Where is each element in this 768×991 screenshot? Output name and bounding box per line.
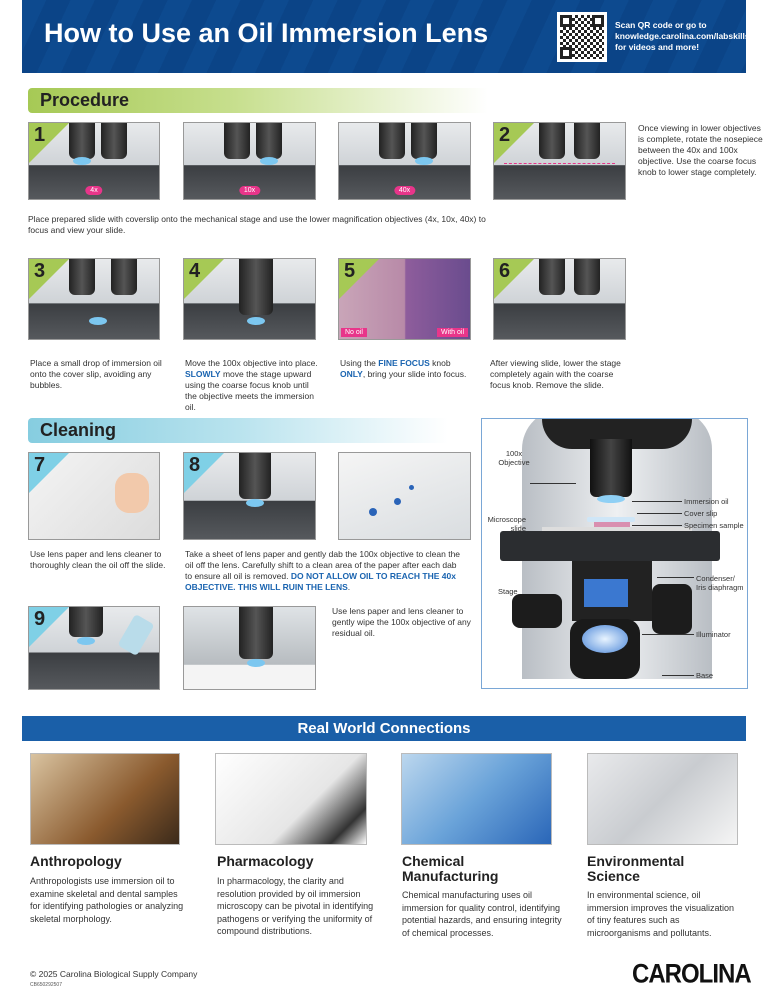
label-objective: 100x Objective <box>498 449 530 467</box>
qr-code[interactable] <box>557 12 607 62</box>
label-immersion-oil: Immersion oil <box>684 497 729 506</box>
chemical-photo <box>401 753 552 845</box>
chemical-text: Chemical manufacturing uses oil immersio… <box>402 890 562 938</box>
wipe-objective-image <box>183 606 316 690</box>
step5-caption: Using the FINE FOCUS knob ONLY, bring yo… <box>340 358 467 379</box>
step4-image: 4 <box>183 258 316 340</box>
with-oil-tag: With oil <box>437 328 468 337</box>
step-number: 8 <box>189 454 201 476</box>
copyright: © 2025 Carolina Biological Supply Compan… <box>30 969 198 979</box>
product-code: CB650292507 <box>30 982 62 988</box>
chemical-title: Chemical Manufacturing <box>402 853 499 884</box>
environmental-text: In environmental science, oil immersion … <box>587 890 735 938</box>
magnification-label: 4x <box>85 186 103 195</box>
lens-paper-image <box>338 452 471 540</box>
step1-image-10x: 10x <box>183 122 316 200</box>
environmental-title: Environmental Science <box>587 853 685 884</box>
page-title: How to Use an Oil Immersion Lens <box>44 18 489 48</box>
label-microscope-slide: Microscope slide <box>487 515 526 533</box>
label-cover-slip: Cover slip <box>684 509 718 518</box>
label-condenser: Condenser/ Iris diaphragm <box>696 574 744 592</box>
step1-caption: Place prepared slide with coverslip onto… <box>28 214 486 235</box>
step7-caption: Use lens paper and lens cleaner to thoro… <box>30 549 166 570</box>
step6-caption: After viewing slide, lower the stage com… <box>490 358 621 390</box>
magnification-label: 10x <box>238 186 261 195</box>
header-banner: How to Use an Oil Immersion Lens Scan QR… <box>22 0 750 73</box>
microscope-diagram: 100x Objective Immersion oil Cover slip … <box>481 418 748 689</box>
magnification-label: 40x <box>393 186 416 195</box>
anthropology-photo <box>30 753 180 845</box>
step4-caption: Move the 100x objective into place. SLOW… <box>185 358 318 412</box>
step6-image: 6 <box>493 258 626 340</box>
step2-caption: Once viewing in lower objectives is comp… <box>638 123 763 177</box>
anthropology-text: Anthropologists use immersion oil to exa… <box>30 876 184 924</box>
step-number: 6 <box>499 260 511 282</box>
step-number: 7 <box>34 454 46 476</box>
no-oil-tag: No oil <box>341 328 367 337</box>
cleaning-heading: Cleaning <box>28 418 448 443</box>
step8-caption: Take a sheet of lens paper and gently da… <box>185 549 461 592</box>
pharmacology-title: Pharmacology <box>217 853 314 869</box>
label-illuminator: Illuminator <box>696 630 731 639</box>
step-number: 4 <box>189 260 201 282</box>
anthropology-title: Anthropology <box>30 853 122 869</box>
step9-image: 9 <box>28 606 160 690</box>
step-number: 1 <box>34 124 46 146</box>
environmental-photo <box>587 753 738 845</box>
pharmacology-text: In pharmacology, the clarity and resolut… <box>217 876 374 936</box>
real-world-heading: Real World Connections <box>22 716 746 741</box>
step5-image: 5 No oil With oil <box>338 258 471 340</box>
step9-caption: Use lens paper and lens cleaner to gentl… <box>332 606 471 638</box>
step8-image: 8 <box>183 452 316 540</box>
label-base: Base <box>696 671 714 680</box>
step-number: 3 <box>34 260 46 282</box>
step7-image: 7 <box>28 452 160 540</box>
procedure-heading: Procedure <box>28 88 488 113</box>
step-number: 9 <box>34 608 46 630</box>
step1-image-4x: 1 4x <box>28 122 160 200</box>
pharmacology-photo <box>215 753 367 845</box>
step-number: 2 <box>499 124 511 146</box>
label-specimen: Specimen sample <box>684 521 744 530</box>
step2-image: 2 <box>493 122 626 200</box>
qr-instructions: Scan QR code or go to knowledge.carolina… <box>615 20 750 52</box>
label-stage: Stage <box>498 587 518 596</box>
step1-image-40x: 40x <box>338 122 471 200</box>
carolina-logo: CAROLINA <box>632 959 752 990</box>
step-number: 5 <box>344 260 356 282</box>
step3-image: 3 <box>28 258 160 340</box>
step3-caption: Place a small drop of immersion oil onto… <box>30 358 162 390</box>
